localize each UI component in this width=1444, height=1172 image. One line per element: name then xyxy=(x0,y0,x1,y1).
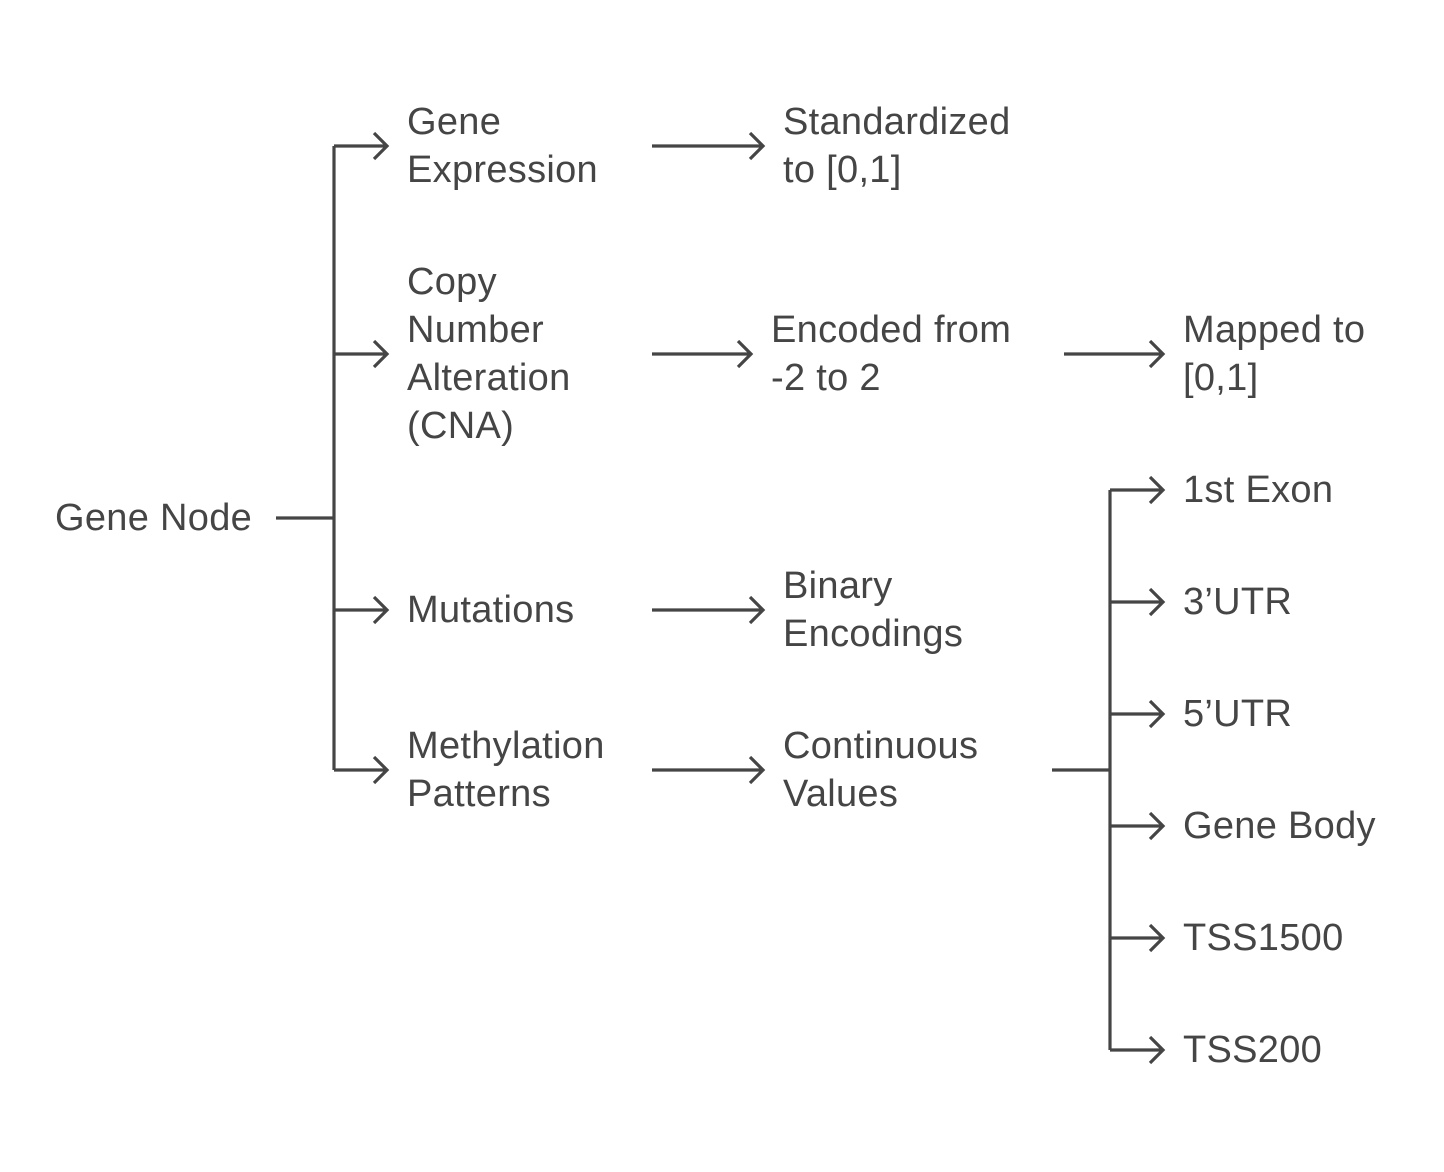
root-node-label: Gene Node xyxy=(55,497,253,539)
mutations-label: Mutations xyxy=(407,589,575,631)
binary-encodings-label: Binary Encodings xyxy=(783,565,964,655)
methylation-label: Methylation Patterns xyxy=(407,725,605,815)
region-tss1500-label: TSS1500 xyxy=(1183,917,1344,959)
branch-arrow-gene-expression xyxy=(334,131,390,161)
arrow-to-standardized xyxy=(652,131,766,161)
region-3utr-label: 3’UTR xyxy=(1183,581,1293,623)
region-5utr-label: 5’UTR xyxy=(1183,693,1293,735)
region-arrow-1st-exon xyxy=(1110,475,1166,505)
encoded-label: Encoded from -2 to 2 xyxy=(771,309,1012,399)
mapped-label: Mapped to [0,1] xyxy=(1183,309,1366,399)
region-gene-body-label: Gene Body xyxy=(1183,805,1376,847)
standardized-label: Standardized to [0,1] xyxy=(783,101,1011,191)
cna-label: Copy Number Alteration (CNA) xyxy=(407,261,571,447)
region-arrow-tss1500 xyxy=(1110,923,1166,953)
region-arrow-tss200 xyxy=(1110,1035,1166,1065)
arrow-to-binary xyxy=(652,595,766,625)
arrow-to-mapped xyxy=(1064,339,1166,369)
branch-arrow-mutations xyxy=(334,595,390,625)
region-arrow-5utr xyxy=(1110,699,1166,729)
branch-arrow-methylation xyxy=(334,755,390,785)
region-tss200-label: TSS200 xyxy=(1183,1029,1323,1071)
branch-arrow-cna xyxy=(334,339,390,369)
arrow-to-continuous xyxy=(652,755,766,785)
region-arrow-3utr xyxy=(1110,587,1166,617)
region-1st-exon-label: 1st Exon xyxy=(1183,469,1334,511)
arrow-to-encoded xyxy=(652,339,754,369)
gene-expression-label: Gene Expression xyxy=(407,101,598,191)
continuous-values-label: Continuous Values xyxy=(783,725,979,815)
region-arrow-gene-body xyxy=(1110,811,1166,841)
